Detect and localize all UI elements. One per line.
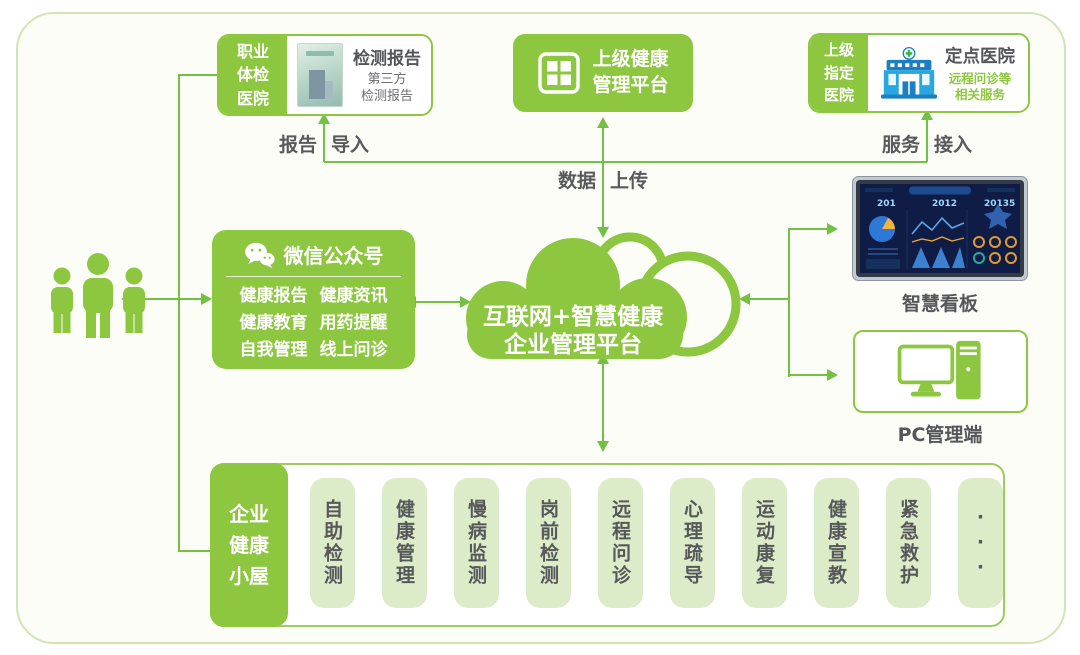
wechat-feature: 健康报告 [239, 286, 308, 306]
users-wechat-line [131, 298, 202, 300]
wechat-header: 微信公众号 [212, 240, 415, 269]
cloud-label-line2: 企业管理平台 [503, 331, 642, 358]
cloud-hut-line [602, 363, 604, 443]
wechat-feature-list: 健康报告 健康资讯 健康教育 用药提醒 自我管理 线上问诊 [212, 283, 415, 364]
desktop-computer-icon [897, 340, 981, 399]
service-pill: 远程问诊 [598, 478, 643, 608]
cloud-devices-line [749, 298, 790, 300]
report-import-word2: 导入 [331, 134, 370, 156]
service-access-label: 服务 接入 [842, 130, 1012, 157]
dashboard-stat-2: 2012 [932, 199, 957, 209]
pc-arrowhead [827, 369, 838, 381]
wechat-feature: 线上问诊 [319, 340, 388, 360]
exam-hospital-box: 职业 体检 医院 检测报告 第三方 检测报告 [217, 34, 433, 116]
wechat-title: 微信公众号 [283, 244, 384, 268]
wechat-row: 健康报告 健康资讯 [240, 283, 388, 310]
report-import-word1: 报告 [278, 134, 317, 156]
data-upload-up-arrowhead [597, 117, 609, 128]
left-rail-line [178, 74, 180, 552]
cloud-platform: 互联网+智慧健康 企业管理平台 [466, 232, 741, 359]
cloud-label-line1: 互联网+智慧健康 [483, 303, 664, 330]
dashboard-stat-1: 201 [877, 199, 896, 209]
left-rail-bottom-elbow [178, 550, 214, 552]
health-hut-services: 自助检测 健康管理 慢病监测 岗前检测 远程问诊 心理疏导 运动康复 健康宣教 … [310, 478, 1003, 608]
wechat-official-account-box: 微信公众号 健康报告 健康资讯 健康教育 用药提醒 自我管理 线上问诊 [212, 230, 415, 369]
service-pill: 健康管理 [382, 478, 427, 608]
designated-hospital-body: 定点医院 远程问诊等 相关服务 [868, 35, 1028, 111]
service-access-word1: 服务 [881, 134, 920, 156]
cloud-right-arrowhead [739, 293, 750, 305]
wechat-arrowhead [201, 293, 212, 305]
devices-branch-line [788, 228, 790, 377]
wechat-feature: 健康资讯 [319, 286, 388, 306]
board-arrowhead [827, 223, 838, 235]
report-subtitle: 第三方 检测报告 [360, 72, 413, 104]
smart-board-label: 智慧看板 [901, 293, 978, 315]
service-label: 岗前检测 [537, 499, 559, 587]
wechat-cloud-line [415, 301, 461, 303]
service-pill: 自助检测 [310, 478, 355, 608]
designated-hospital-box: 上级 指定 医院 定点医院 远程问诊等 相关服务 [808, 33, 1030, 113]
service-pill: 心理疏导 [670, 478, 715, 608]
health-hut-side-label: 企业 健康 小屋 [210, 463, 288, 627]
service-pill: ··· [958, 478, 1003, 608]
data-upload-word1: 数据 [557, 170, 596, 192]
report-import-label: 报告 导入 [239, 130, 409, 157]
dashboard-screen-image: 201 2012 20135 [852, 176, 1028, 281]
service-label: 慢病监测 [465, 499, 487, 587]
report-title: 检测报告 [353, 49, 421, 70]
pc-branch-line [789, 374, 828, 376]
cloud-hut-down-arrowhead [597, 441, 609, 452]
service-label: 健康宣教 [825, 499, 847, 587]
left-rail-top-elbow [178, 74, 220, 76]
service-access-word2: 接入 [934, 134, 973, 156]
pc-terminal-box [853, 330, 1028, 413]
pc-terminal-label: PC管理端 [897, 424, 983, 446]
report-import-line [323, 123, 325, 162]
data-upload-word2: 上传 [610, 170, 649, 192]
wechat-row: 自我管理 线上问诊 [240, 337, 388, 364]
service-pill: 健康宣教 [814, 478, 859, 608]
superior-platform-box: 上级健康 管理平台 [513, 34, 693, 112]
dashboard-stat-3: 20135 [984, 199, 1015, 209]
wechat-divider [226, 276, 401, 277]
wechat-feature: 用药提醒 [319, 313, 388, 333]
service-label: 自助检测 [321, 499, 343, 587]
data-upload-label: 数据 上传 [518, 166, 688, 193]
designated-hospital-title: 定点医院 [945, 46, 1015, 67]
exam-report-body: 检测报告 第三方 检测报告 [287, 36, 431, 114]
service-access-line [926, 119, 928, 162]
service-pill: 慢病监测 [454, 478, 499, 608]
service-label: 远程问诊 [609, 499, 631, 587]
designated-hospital-side-label: 上级 指定 医院 [810, 35, 868, 111]
service-label: 运动康复 [753, 499, 775, 587]
wechat-cloud-right-arrowhead [460, 296, 471, 308]
wechat-icon [244, 242, 275, 268]
designated-hospital-subtitle: 远程问诊等 相关服务 [948, 70, 1012, 102]
service-pill: 岗前检测 [526, 478, 571, 608]
wechat-row: 健康教育 用药提醒 [240, 310, 388, 337]
top-bus-line [324, 161, 927, 163]
service-label: ··· [969, 505, 992, 581]
service-label: 健康管理 [393, 499, 415, 587]
wechat-feature: 自我管理 [239, 340, 308, 360]
service-label: 心理疏导 [681, 499, 703, 587]
report-cover-image [297, 43, 343, 107]
service-access-arrowhead [921, 109, 933, 120]
wechat-feature: 健康教育 [239, 313, 308, 333]
board-branch-line [789, 228, 828, 230]
superior-platform-label: 上级健康 管理平台 [592, 48, 669, 96]
service-pill: 运动康复 [742, 478, 787, 608]
hospital-icon [881, 46, 937, 99]
report-import-arrowhead [318, 113, 330, 124]
people-group-icon [51, 253, 145, 338]
data-upload-down-arrowhead [597, 227, 609, 238]
service-label: 紧急救护 [897, 499, 919, 587]
data-upload-line [602, 127, 604, 229]
exam-hospital-side-label: 职业 体检 医院 [219, 36, 287, 114]
service-pill: 紧急救护 [886, 478, 931, 608]
grid-window-icon [538, 52, 581, 94]
